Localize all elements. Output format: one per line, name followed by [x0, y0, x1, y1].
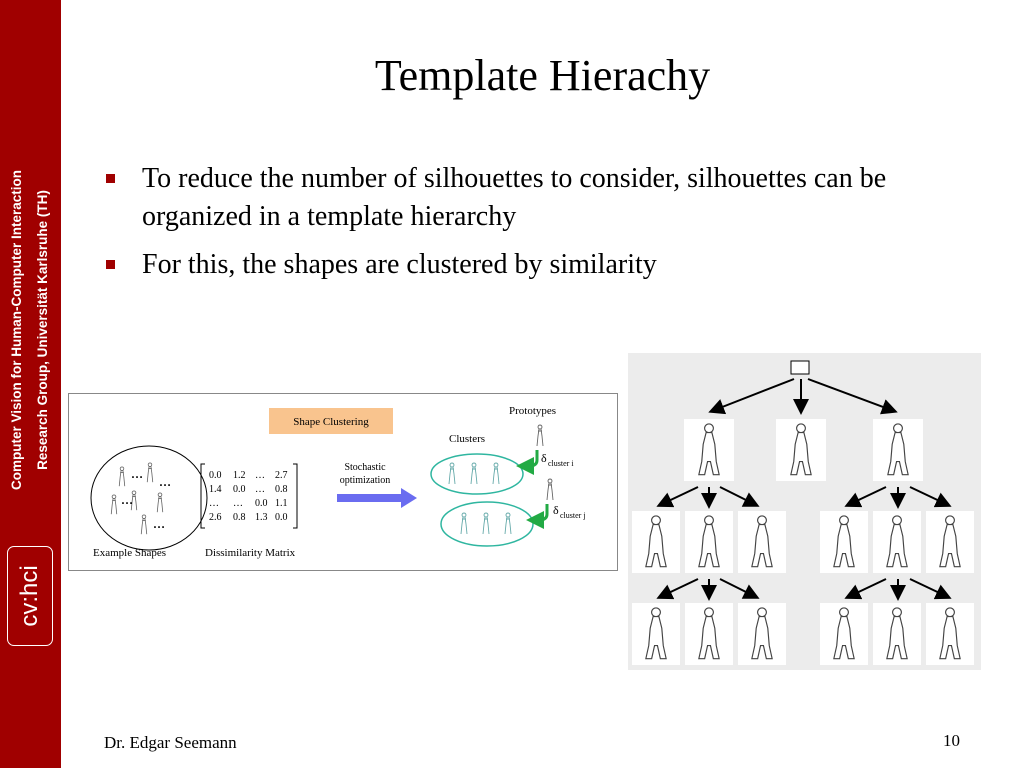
dissimilarity-matrix-label: Dissimilarity Matrix — [205, 547, 296, 559]
svg-text:1.2: 1.2 — [233, 470, 246, 481]
author-name: Dr. Edgar Seemann — [104, 733, 237, 752]
optimization-label: optimization — [340, 475, 391, 486]
root-node — [790, 360, 810, 375]
logo-text: cv:hci — [16, 565, 43, 627]
clusters-label: Clusters — [449, 433, 485, 445]
stochastic-label: Stochastic — [344, 462, 386, 473]
green-arrow-i-icon — [516, 450, 539, 475]
cvhci-logo: cv:hci — [7, 546, 53, 646]
template-hierarchy-figure — [628, 353, 981, 670]
shape-clustering-box — [269, 408, 393, 434]
svg-text:…: … — [159, 475, 171, 489]
svg-text:1.3: 1.3 — [255, 512, 268, 523]
page-number: 10 — [943, 731, 960, 750]
example-shapes-label: Example Shapes — [93, 547, 166, 559]
svg-text:…: … — [131, 467, 143, 481]
bullet-item: To reduce the number of silhouettes to c… — [104, 160, 984, 236]
svg-text:0.0: 0.0 — [233, 484, 246, 495]
svg-text:…: … — [255, 470, 265, 481]
cluster-i-ellipse — [430, 453, 524, 495]
shape-clustering-diagram: Shape Clustering … … … … Example Shapes … — [90, 405, 586, 559]
svg-text:2.6: 2.6 — [209, 512, 222, 523]
sidebar-caption: Computer Vision for Human-Computer Inter… — [4, 100, 56, 560]
bullet-text: To reduce the number of silhouettes to c… — [142, 163, 887, 232]
svg-text:0.0: 0.0 — [209, 470, 222, 481]
svg-text:0.0: 0.0 — [275, 512, 288, 523]
prototypes-label: Prototypes — [509, 405, 556, 417]
svg-text:…: … — [209, 498, 219, 509]
svg-text:0.8: 0.8 — [275, 484, 288, 495]
svg-text:…: … — [153, 517, 165, 531]
sidebar-line-2: Research Group, Universität Karlsruhe (T… — [35, 190, 50, 470]
delta-i-subscript: cluster i — [548, 459, 574, 468]
slide-title: Template Hierachy — [374, 51, 711, 100]
bullet-item: For this, the shapes are clustered by si… — [104, 246, 984, 284]
svg-text:1.4: 1.4 — [209, 484, 222, 495]
svg-text:1.1: 1.1 — [275, 498, 288, 509]
example-shapes-ellipse — [90, 445, 208, 551]
svg-text:…: … — [121, 493, 133, 507]
cluster-j-ellipse — [440, 501, 534, 547]
shape-clustering-label: Shape Clustering — [293, 416, 369, 428]
shape-clustering-figure: Shape Clustering … … … … Example Shapes … — [68, 393, 618, 571]
green-arrow-j-icon — [526, 504, 549, 529]
bullet-text: For this, the shapes are clustered by si… — [142, 249, 657, 280]
sidebar: Computer Vision for Human-Computer Inter… — [0, 0, 61, 768]
svg-text:…: … — [233, 498, 243, 509]
sidebar-line-1: Computer Vision for Human-Computer Inter… — [9, 169, 24, 491]
delta-j-subscript: cluster j — [560, 511, 586, 520]
svg-text:…: … — [255, 484, 265, 495]
svg-text:0.0: 0.0 — [255, 498, 268, 509]
square-bullet-icon — [106, 260, 115, 269]
square-bullet-icon — [106, 174, 115, 183]
delta-j-symbol: δ — [553, 503, 559, 517]
bullet-list: To reduce the number of silhouettes to c… — [104, 160, 984, 294]
delta-i-symbol: δ — [541, 451, 547, 465]
template-hierarchy-tree — [632, 360, 974, 665]
svg-text:2.7: 2.7 — [275, 470, 288, 481]
svg-text:0.8: 0.8 — [233, 512, 246, 523]
dissimilarity-matrix: 0.0 1.2 … 2.7 1.4 0.0 … 0.8 … … 0.0 1.1 … — [209, 470, 288, 523]
blue-arrow-icon — [337, 488, 417, 508]
